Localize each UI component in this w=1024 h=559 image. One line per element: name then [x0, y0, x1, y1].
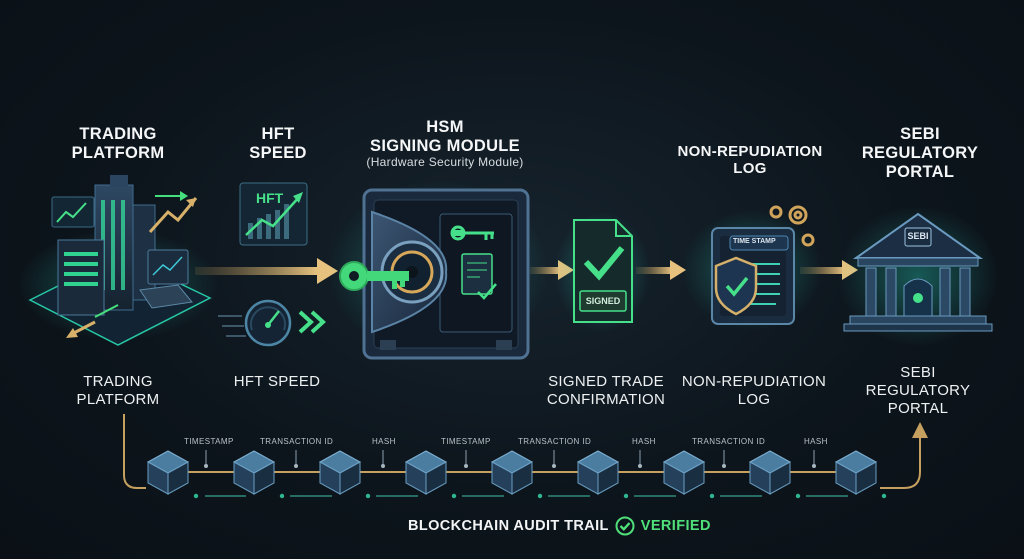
chain-label: HASH — [804, 437, 828, 446]
sebi-caption: SEBI REGULATORY PORTAL — [858, 364, 978, 418]
sebi-caption-line2: REGULATORY — [865, 382, 971, 399]
green-key-icon — [339, 261, 409, 291]
trading-title-line1: TRADING — [79, 125, 157, 143]
sebi-caption-line1: SEBI — [900, 364, 936, 381]
block-cube-right — [167, 461, 189, 495]
trading-title-line2: PLATFORM — [71, 143, 165, 162]
log-title-line2: LOG — [733, 160, 767, 178]
blockchain-connector — [123, 414, 921, 489]
chain-node-dot — [279, 493, 285, 499]
hft-title-line1: HFT — [261, 125, 295, 143]
block-cube-right — [511, 461, 533, 495]
chain-label-dot — [464, 464, 468, 468]
non-repudiation-title: NON-REPUDIATION LOG — [660, 143, 840, 178]
chain-end-arrowhead — [912, 422, 928, 438]
trading-caption-line1: TRADING — [83, 373, 153, 390]
verified-status: VERIFIED — [640, 518, 711, 534]
chain-node-dot — [709, 493, 715, 499]
block-cube-right — [683, 461, 705, 495]
log-caption-line1: NON-REPUDIATION — [681, 373, 827, 390]
hft-chart-label: HFT — [256, 190, 284, 206]
hft-title-line2: SPEED — [249, 143, 307, 162]
chain-label-ticks — [204, 450, 816, 468]
log-title-line1: NON-REPUDIATION — [677, 143, 823, 160]
chain-node-dot — [537, 493, 543, 499]
hsm-title-line2: SIGNING MODULE — [370, 136, 520, 155]
signed-caption-line2: CONFIRMATION — [546, 391, 666, 408]
time-stamp-badge: TIME STAMP — [733, 238, 776, 245]
trading-platform-title: TRADING PLATFORM — [58, 125, 178, 163]
chain-node-dot — [795, 493, 801, 499]
sebi-title-line3: PORTAL — [885, 162, 955, 181]
signed-caption-line1: SIGNED TRADE — [548, 373, 664, 390]
non-repudiation-caption: NON-REPUDIATION LOG — [672, 373, 836, 409]
chain-label: TRANSACTION ID — [260, 437, 334, 446]
chain-label-dot — [294, 464, 298, 468]
chain-node-dot — [451, 493, 457, 499]
sebi-caption-line3: PORTAL — [887, 400, 949, 417]
trading-platform-caption: TRADING PLATFORM — [58, 373, 178, 409]
chain-label: TIMESTAMP — [184, 437, 234, 446]
block-cube-right — [253, 461, 275, 495]
block-cube-right — [769, 461, 791, 495]
chain-label-dot — [722, 464, 726, 468]
chain-label: TIMESTAMP — [441, 437, 491, 446]
gears-icon — [769, 205, 815, 247]
hsm-title-line1: HSM — [426, 118, 464, 136]
block-cube-right — [855, 461, 877, 495]
hsm-title: HSM SIGNING MODULE (Hardware Security Mo… — [340, 118, 550, 170]
blockchain-blocks — [146, 450, 887, 499]
sebi-title: SEBI REGULATORY PORTAL — [860, 125, 980, 182]
verified-check-icon — [615, 516, 635, 536]
chain-label: TRANSACTION ID — [518, 437, 592, 446]
chain-label-dot — [812, 464, 816, 468]
sebi-building-illustration — [838, 206, 998, 346]
chain-node-dot — [623, 493, 629, 499]
chain-label: HASH — [632, 437, 656, 446]
sebi-title-line1: SEBI — [900, 125, 940, 143]
trading-caption-line2: PLATFORM — [76, 391, 160, 408]
block-cube-right — [597, 461, 619, 495]
block-cube-right — [339, 461, 361, 495]
hft-chart-illustration — [239, 182, 308, 246]
sebi-title-line2: REGULATORY — [861, 143, 979, 162]
hsm-subtitle: (Hardware Security Module) — [366, 154, 524, 169]
trading-platform-illustration — [18, 175, 218, 346]
speedometer-icon — [218, 299, 326, 347]
sebi-logo: SEBI — [907, 231, 929, 241]
block-cube-right — [425, 461, 447, 495]
chain-node-dot — [193, 493, 199, 499]
blockchain-footer: BLOCKCHAIN AUDIT TRAIL VERIFIED — [408, 516, 711, 536]
non-repudiation-log-illustration — [682, 210, 822, 330]
footer-text: BLOCKCHAIN AUDIT TRAIL — [408, 518, 609, 534]
hsm-safe-illustration — [328, 180, 548, 360]
chain-label-dot — [204, 464, 208, 468]
chain-label: TRANSACTION ID — [692, 437, 766, 446]
signed-document-icon — [554, 212, 650, 332]
signed-trade-caption: SIGNED TRADE CONFIRMATION — [536, 373, 676, 409]
chain-label: HASH — [372, 437, 396, 446]
hft-speed-title: HFT SPEED — [236, 125, 320, 163]
chain-node-dot — [881, 493, 887, 499]
chain-label-dot — [552, 464, 556, 468]
chain-label-dot — [638, 464, 642, 468]
signed-badge: SIGNED — [585, 296, 621, 306]
chain-label-dot — [381, 464, 385, 468]
hft-speed-caption: HFT SPEED — [233, 373, 321, 390]
chain-node-dot — [365, 493, 371, 499]
log-caption-line2: LOG — [737, 391, 771, 408]
